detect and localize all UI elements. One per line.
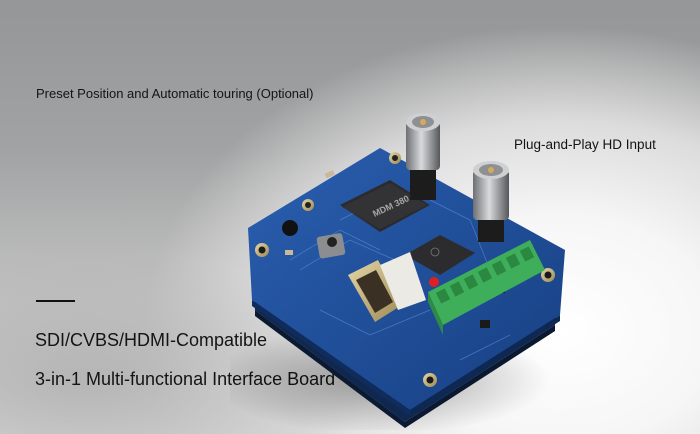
hdmi-port (348, 260, 402, 322)
main-chip: MDM 380 (340, 180, 430, 232)
divider-rule (36, 300, 75, 302)
interface-board-image: MDM 380 (230, 113, 565, 430)
joystick (316, 233, 346, 259)
preset-feature-caption: Preset Position and Automatic touring (O… (36, 86, 314, 101)
terminal-block (428, 240, 545, 335)
input-feature-caption: Plug-and-Play HD Input (514, 137, 656, 152)
bnc-connector-1 (406, 113, 440, 200)
title-line-1: SDI/CVBS/HDMI-Compatible (35, 330, 268, 350)
red-led (429, 277, 439, 287)
jst-connector (380, 252, 426, 310)
bnc-connector-2 (473, 161, 509, 242)
